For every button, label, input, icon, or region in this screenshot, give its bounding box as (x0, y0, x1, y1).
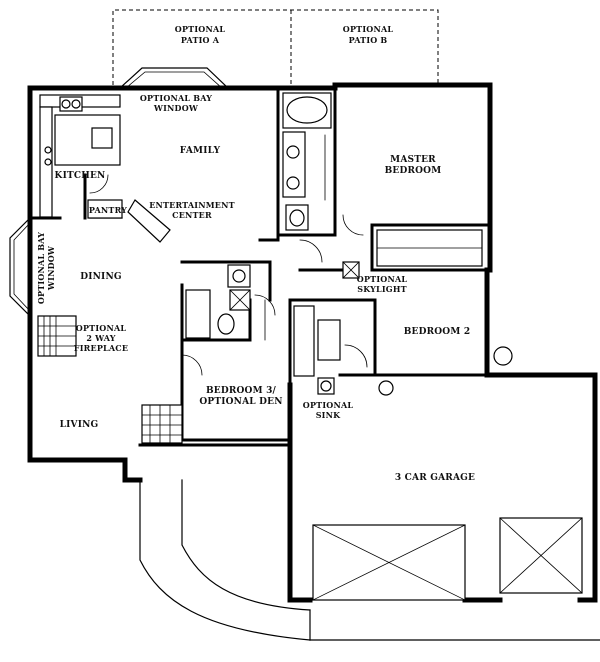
label-patio-a-2: PATIO A (181, 35, 220, 45)
label-sink-2: SINK (316, 410, 341, 420)
skylight (342, 261, 360, 279)
bay-window-top (119, 67, 229, 89)
label-bay-top-1: OPTIONAL BAY (140, 93, 212, 103)
label-bedroom3-1: BEDROOM 3/ (206, 386, 277, 396)
label-master-2: BEDROOM (385, 166, 442, 176)
label-patio-a-1: OPTIONAL (175, 24, 226, 34)
label-bedroom2: BEDROOM 2 (404, 327, 471, 337)
optional-sink-fixture (317, 346, 513, 396)
walkway (139, 479, 600, 641)
bay-window-side (9, 217, 31, 317)
label-bay-top-2: WINDOW (153, 103, 199, 113)
label-bedroom3-2: OPTIONAL DEN (199, 397, 282, 407)
label-kitchen: KITCHEN (55, 171, 106, 181)
label-fireplace-2: 2 WAY (86, 333, 115, 343)
label-master-1: MASTER (390, 155, 436, 165)
label-family: FAMILY (180, 146, 221, 156)
door-swings (89, 174, 368, 376)
label-bay-side-1: OPTIONAL BAY (36, 232, 46, 304)
label-patio-b-2: PATIO B (349, 35, 388, 45)
exterior-walls (27, 82, 598, 603)
label-entertainment-1: ENTERTAINMENT (149, 200, 235, 210)
label-sink-1: OPTIONAL (303, 400, 354, 410)
label-garage: 3 CAR GARAGE (395, 473, 475, 483)
label-skylight-2: SKYLIGHT (357, 284, 407, 294)
label-fireplace-1: OPTIONAL (76, 323, 127, 333)
label-living: LIVING (60, 420, 99, 430)
label-bay-side-2: WINDOW (46, 245, 56, 291)
entry-steps (141, 404, 183, 444)
fireplace (37, 315, 77, 357)
label-pantry: PANTRY (89, 205, 127, 215)
kitchen-fixtures (39, 94, 171, 243)
label-entertainment-2: CENTER (172, 210, 212, 220)
label-fireplace-3: FIREPLACE (74, 343, 128, 353)
label-dining: DINING (80, 272, 122, 282)
hall-bath-fixtures (185, 264, 251, 339)
optional-patio-outline (112, 9, 439, 85)
master-bath-fixtures (282, 92, 332, 231)
garage-doors (312, 517, 583, 601)
closet-fixtures (293, 229, 483, 377)
label-skylight-1: OPTIONAL (357, 274, 408, 284)
room-labels: OPTIONAL PATIO A OPTIONAL PATIO B OPTION… (36, 24, 475, 483)
label-patio-b-1: OPTIONAL (343, 24, 394, 34)
